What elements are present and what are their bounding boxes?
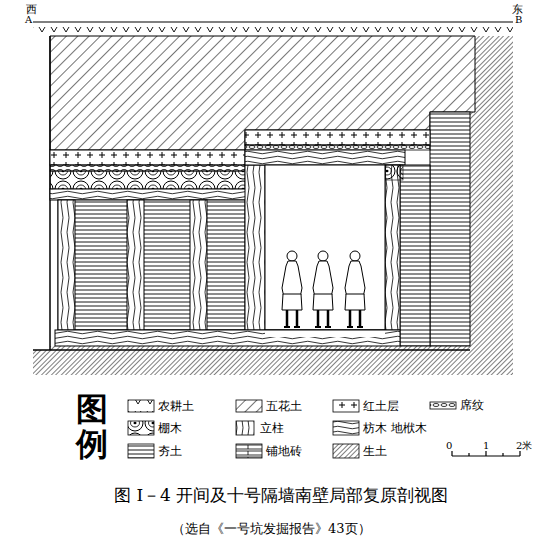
- scale-number: 2米: [516, 440, 532, 451]
- legend-label: 农耕土: [158, 400, 194, 413]
- legend-label: 红土层: [363, 400, 399, 413]
- legend-heading: 图例: [76, 392, 108, 462]
- legend-label: 枋木 地栿木: [363, 422, 427, 435]
- legend-label: 席纹: [460, 399, 484, 412]
- legend-label: 生土: [363, 445, 387, 458]
- legend-samples: [128, 400, 456, 458]
- legend-label: 夯土: [158, 445, 182, 458]
- scale-bar: [452, 451, 520, 456]
- scale-number: 1: [483, 440, 489, 451]
- legend-label: 立柱: [260, 422, 284, 435]
- legend-label: 铺地砖: [266, 445, 302, 458]
- section-point: A: [25, 14, 32, 25]
- section-point: B: [515, 14, 522, 25]
- source-note: （选自《一号坑发掘报告》43页）: [172, 522, 371, 536]
- legend-label: 五花土: [266, 400, 302, 413]
- scale-number: 0: [446, 440, 452, 451]
- figure-caption: 图 I－4 开间及十号隔墙南壁局部复原剖视图: [114, 486, 448, 505]
- legend-label: 棚木: [158, 422, 182, 435]
